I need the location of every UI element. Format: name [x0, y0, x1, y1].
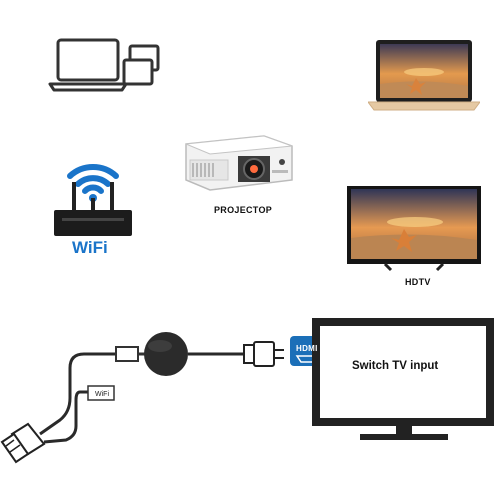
cable-wifi-tag: WiFi [95, 391, 109, 398]
phone-outline [122, 58, 154, 86]
cable-bottom-branch [43, 390, 88, 444]
hdmi-badge-label: HDMI [296, 344, 318, 353]
wifi-label: WiFi [72, 238, 108, 257]
hdmi-plug-right-icon [243, 341, 284, 367]
hdtv-beach-image [347, 186, 481, 272]
laptop-screen [56, 38, 120, 82]
laptop-base [48, 82, 128, 92]
wifi-wave-mid [75, 175, 111, 187]
hdmi-plug-left-icon [0, 422, 46, 464]
connection-diagram [0, 318, 494, 464]
chromecast-dongle-icon [144, 332, 188, 376]
laptop-phone-icon [48, 38, 160, 92]
hdtv-label: HDTV [405, 277, 431, 287]
wifi-wave-outer [67, 164, 119, 179]
tv-screen [320, 326, 486, 418]
wifi-wave-inner [82, 184, 104, 194]
projector-icon [185, 135, 293, 191]
switch-tv-input-label: Switch TV input [352, 360, 439, 372]
projector-label: PROJECTOP [214, 205, 273, 215]
laptop-beach-image [368, 40, 480, 111]
wifi-router-icon [54, 164, 132, 236]
cable-top-branch [39, 352, 118, 436]
tv-stand [360, 434, 448, 440]
